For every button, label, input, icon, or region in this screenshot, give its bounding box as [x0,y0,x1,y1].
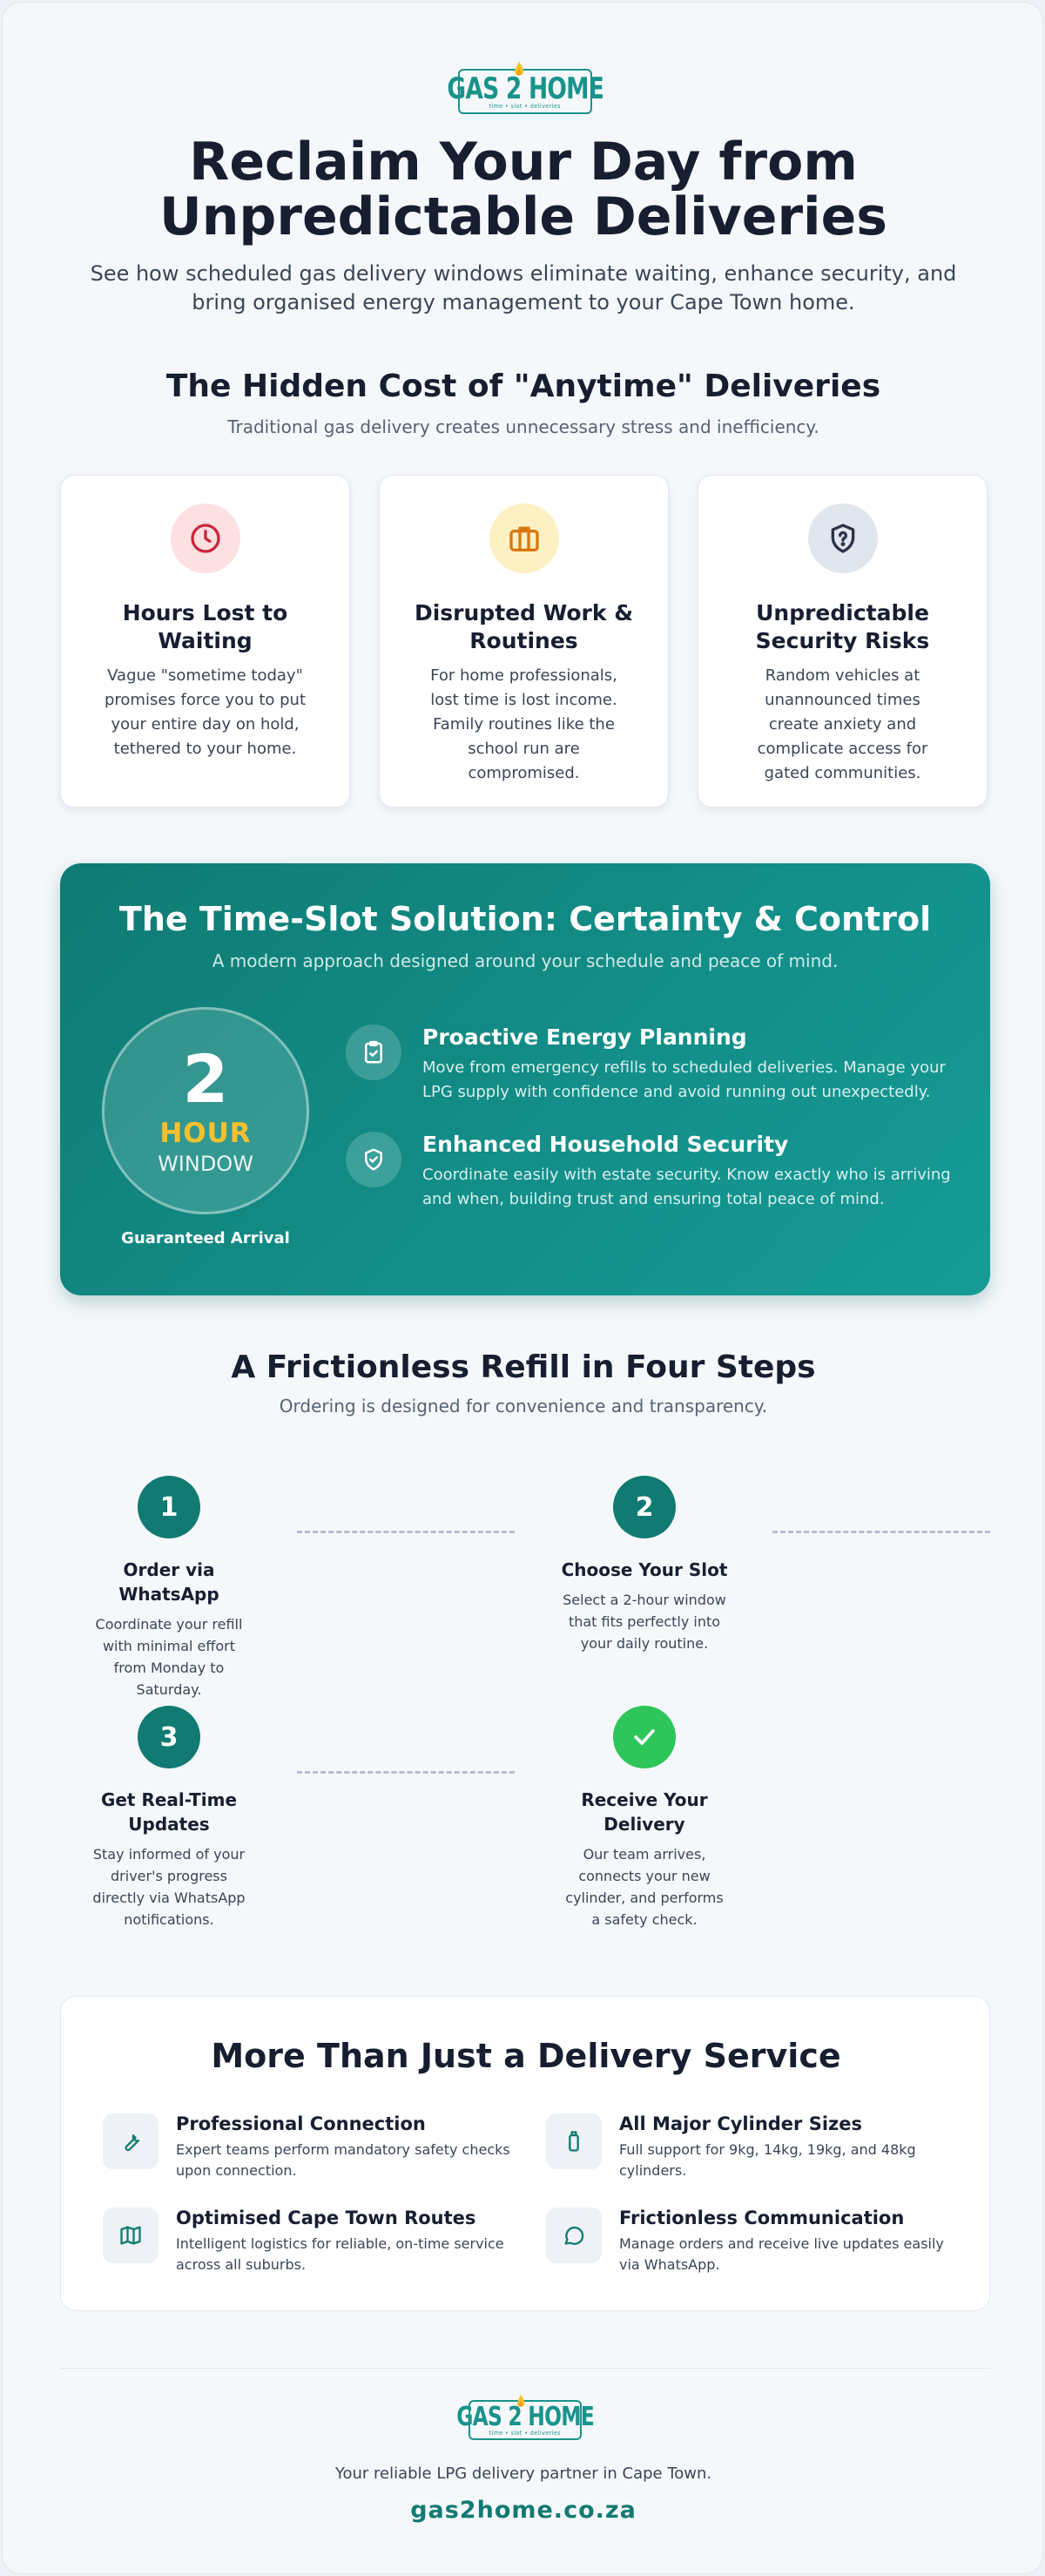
logo-wordmark: GAS 2 HOME [456,2402,594,2432]
step-connector [297,1531,515,1533]
services-panel: More Than Just a Delivery Service Profes… [60,1996,990,2311]
feature-text: Move from emergency refills to scheduled… [422,1058,946,1101]
clipboard-check-icon [346,1024,401,1080]
clock-icon [170,504,240,573]
wrench-icon [103,2113,158,2169]
hero-title-line1: Reclaim Your Day from [189,132,858,193]
step-marker: 3 [138,1706,200,1768]
badge-caption: Guaranteed Arrival [121,1229,290,1247]
cylinder-icon [546,2113,602,2169]
service-text: Full support for 9kg, 14kg, 19kg, and 48… [619,2141,916,2179]
map-icon [103,2208,158,2263]
feature-title: Enhanced Household Security [422,1132,789,1157]
step-4: Receive Your Delivery Our team arrives, … [536,1706,753,1930]
card-text: Vague "sometime today" promises force yo… [104,666,307,758]
timeslot-title: The Time-Slot Solution: Certainty & Cont… [118,900,932,938]
problem-card-disrupted: Disrupted Work & Routines For home profe… [379,475,669,808]
flame-icon [516,2394,525,2407]
two-hour-badge: 2 HOUR WINDOW [102,1007,309,1214]
shield-question-icon [807,504,878,573]
service-title: Optimised Cape Town Routes [176,2208,476,2228]
card-title: Unpredictable Security Risks [755,600,930,653]
problem-card-waiting: Hours Lost to Waiting Vague "sometime to… [60,475,350,808]
logo-tagline: time • slot • deliveries [489,103,562,110]
step-text: Our team arrives, connects your new cyli… [565,1846,724,1928]
step-1: 1 Order via WhatsApp Coordinate your ref… [60,1476,278,1700]
footer-divider [60,2368,990,2369]
step-text: Coordinate your refill with minimal effo… [95,1616,243,1698]
card-title: Hours Lost to Waiting [122,600,288,653]
step-marker: 1 [138,1476,200,1538]
hero-title: Reclaim Your Day from Unpredictable Deli… [3,132,1042,247]
step-text: Stay informed of your driver's progress … [92,1846,246,1928]
step-title: Choose Your Slot [561,1559,728,1580]
feature-text: Coordinate easily with estate security. … [422,1166,951,1208]
step-connector [772,1531,990,1533]
shield-check-icon [346,1132,401,1187]
service-title: Professional Connection [176,2113,426,2134]
footer-logo[interactable]: GAS 2 HOME time • slot • deliveries [456,2394,595,2440]
steps-subtitle: Ordering is designed for convenience and… [279,1396,768,1416]
badge-number: 2 [182,1040,229,1118]
hidden-cost-title: The Hidden Cost of "Anytime" Deliveries [165,368,881,404]
step-marker: 2 [613,1476,676,1538]
card-title: Disrupted Work & Routines [414,600,634,653]
service-text: Intelligent logistics for reliable, on-t… [176,2235,504,2273]
steps-title: A Frictionless Refill in Four Steps [231,1349,816,1385]
website-link[interactable]: gas2home.co.za [410,2497,637,2524]
feature-title: Proactive Energy Planning [422,1024,747,1050]
step-title: Get Real-Time Updates [100,1789,238,1835]
step-2: 2 Choose Your Slot Select a 2-hour windo… [536,1476,753,1654]
step-title: Receive Your Delivery [581,1789,708,1835]
service-text: Expert teams perform mandatory safety ch… [176,2141,510,2179]
service-text: Manage orders and receive live updates e… [619,2235,944,2273]
flame-icon [514,61,524,76]
brand-logo[interactable]: GAS 2 HOME time • slot • deliveries [447,61,604,114]
badge-label: WINDOW [158,1152,253,1176]
hero-subtitle: See how scheduled gas delivery windows e… [90,261,957,314]
service-title: Frictionless Communication [619,2208,905,2228]
service-title: All Major Cylinder Sizes [619,2113,862,2134]
logo-wordmark: GAS 2 HOME [447,71,604,106]
problem-card-security: Unpredictable Security Risks Random vehi… [698,475,988,808]
footer-text: Your reliable LPG delivery partner in Ca… [334,2464,712,2483]
card-text: Random vehicles at unannounced times cre… [757,666,928,782]
step-3: 3 Get Real-Time Updates Stay informed of… [60,1706,278,1930]
step-connector [297,1771,515,1774]
services-title: More Than Just a Delivery Service [211,2037,841,2075]
timeslot-subtitle: A modern approach designed around your s… [212,950,839,971]
check-icon [613,1706,676,1768]
badge-unit: HOUR [159,1118,252,1149]
timeslot-panel: The Time-Slot Solution: Certainty & Cont… [60,863,990,1295]
hidden-cost-subtitle: Traditional gas delivery creates unneces… [227,416,819,437]
step-text: Select a 2-hour window that fits perfect… [563,1592,726,1652]
briefcase-icon [489,504,559,573]
card-text: For home professionals, lost time is los… [430,666,617,782]
hero-title-line2: Unpredictable Deliveries [158,186,887,247]
logo-tagline: time • slot • deliveries [489,2430,562,2437]
step-title: Order via WhatsApp [118,1559,219,1605]
chat-icon [546,2208,602,2263]
